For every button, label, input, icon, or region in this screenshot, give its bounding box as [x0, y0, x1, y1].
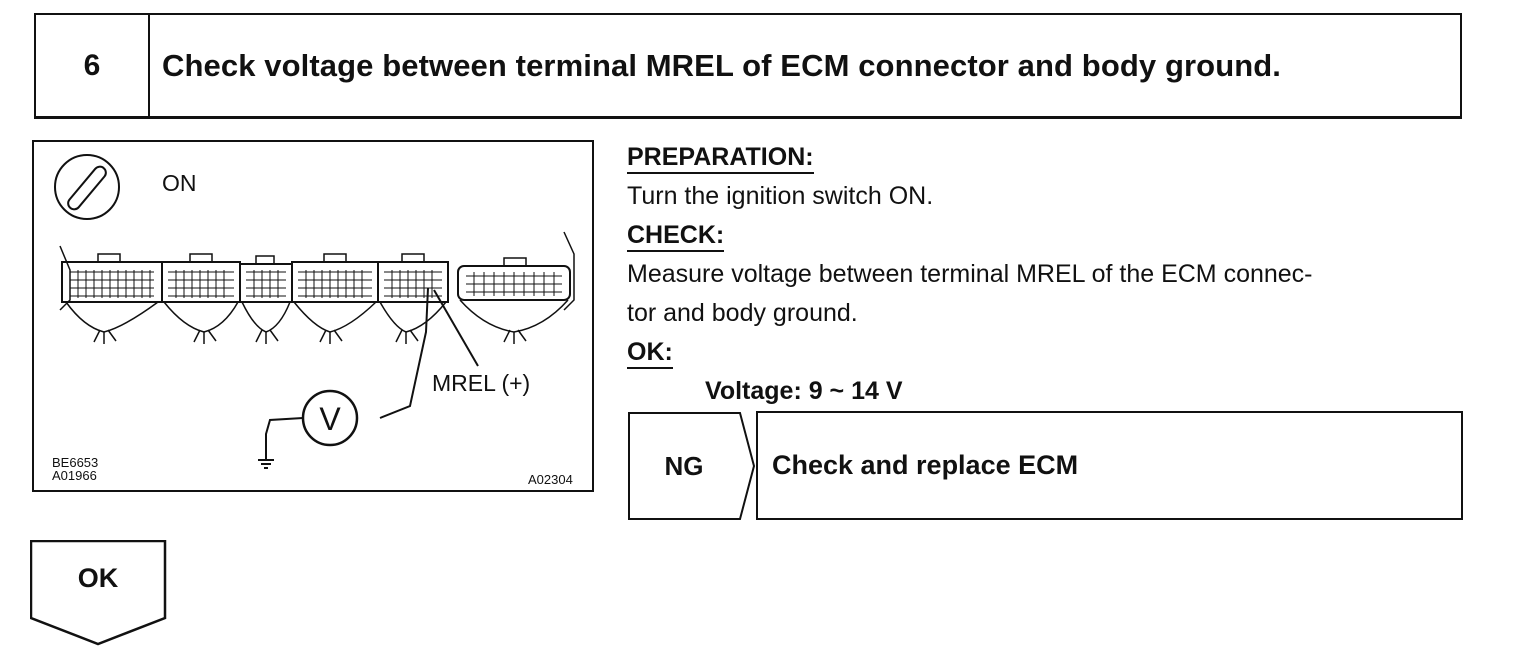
mrel-terminal-label: MREL (+)	[432, 370, 531, 396]
ok-label: OK	[77, 562, 119, 593]
step-header: 6 Check voltage between terminal MREL of…	[34, 13, 1462, 119]
ng-tab-shape	[628, 412, 756, 520]
ng-action-box: Check and replace ECM	[756, 411, 1463, 520]
step-title: Check voltage between terminal MREL of E…	[162, 47, 1282, 83]
voltmeter-icon: V	[265, 389, 359, 460]
ng-label: NG	[664, 450, 704, 481]
preparation-text: Turn the ignition switch ON.	[627, 182, 934, 210]
ecm-connector-icon	[59, 231, 575, 344]
voltage-spec: Voltage: 9 ~ 14 V	[705, 377, 903, 405]
instructions: PREPARATION: Turn the ignition switch ON…	[627, 138, 1477, 411]
step-number: 6	[36, 15, 150, 116]
figure-code-be: BE6653	[52, 455, 99, 470]
figure-code-top: BE6653 A01966	[52, 456, 98, 482]
ignition-on-label: ON	[162, 170, 197, 196]
ok-arrow-shape	[30, 540, 167, 646]
ng-action-text: Check and replace ECM	[772, 450, 1079, 480]
check-text-line2: tor and body ground.	[627, 299, 858, 327]
preparation-heading: PREPARATION:	[627, 142, 814, 174]
check-text-line1: Measure voltage between terminal MREL of…	[627, 260, 1313, 288]
voltmeter-symbol: V	[319, 401, 341, 437]
figure-code-right: A02304	[528, 472, 573, 487]
ground-icon	[258, 459, 274, 469]
ok-heading: OK:	[627, 337, 673, 369]
check-heading: CHECK:	[627, 220, 725, 252]
wiring-illustration: V ON MREL (+) BE6653 A01966 A02304	[32, 140, 594, 492]
ecm-diagram: V	[54, 154, 575, 469]
figure-code-a01: A01966	[52, 468, 97, 483]
ignition-key-icon	[54, 154, 120, 220]
